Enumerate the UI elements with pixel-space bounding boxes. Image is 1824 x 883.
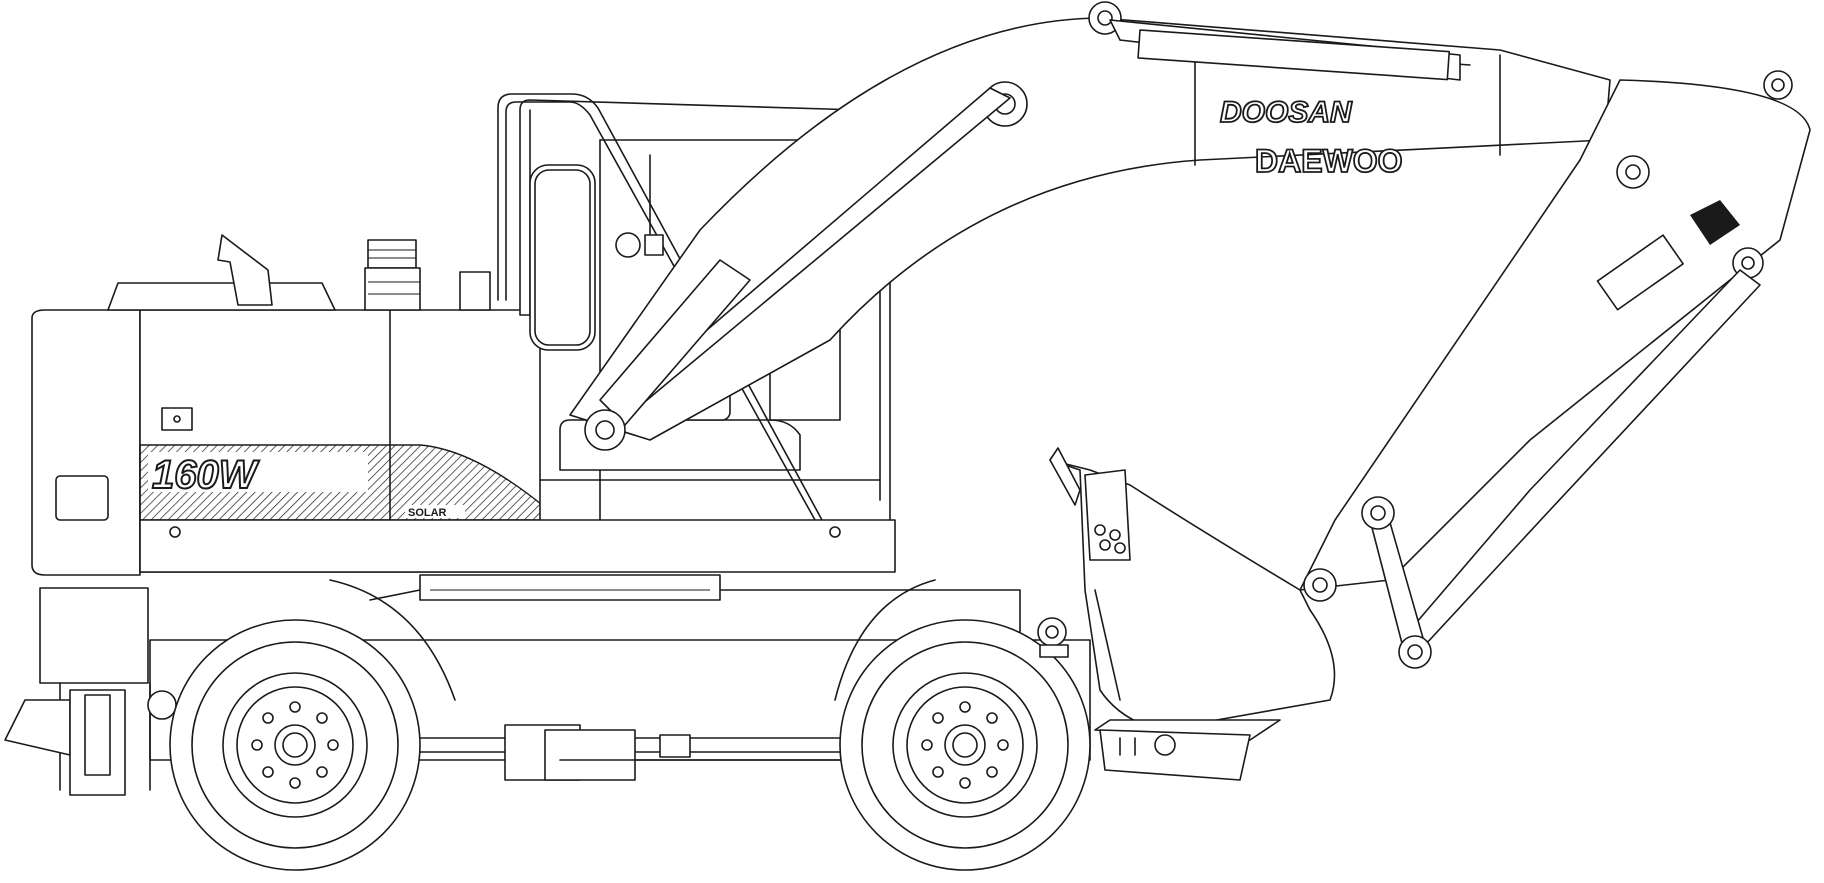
front-wheel-lug-nuts — [921, 701, 1009, 789]
upper-deck — [139, 519, 896, 601]
solar-badge: SOLAR — [408, 507, 447, 519]
rear-wheel-lug-nuts — [251, 701, 339, 789]
front-wheel — [839, 619, 1091, 871]
rear-wheel — [169, 619, 421, 871]
bucket — [1049, 447, 1336, 781]
arm-cylinder — [1109, 19, 1461, 81]
rear-stabilizer — [4, 587, 177, 796]
model-badge: 160W — [152, 453, 260, 497]
brand-doosan: DOOSAN — [1220, 96, 1353, 129]
bucket-linkage — [1303, 496, 1432, 669]
undercarriage — [149, 579, 1091, 781]
boom-cylinder — [584, 87, 1011, 451]
front-bracket — [1037, 617, 1069, 658]
model-decal: 160W SOLAR — [139, 444, 562, 521]
brand-daewoo: DAEWOO — [1255, 143, 1403, 179]
